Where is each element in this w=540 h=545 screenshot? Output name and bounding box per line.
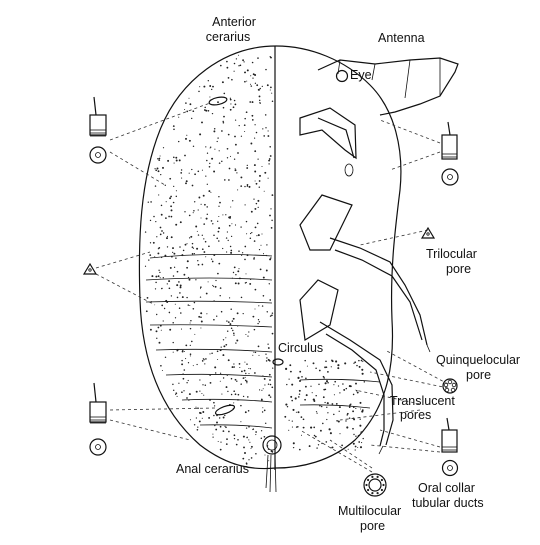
eye-structure — [335, 69, 349, 83]
label-translucent-pores-line1: Translucent — [390, 394, 455, 408]
front-leg — [299, 107, 357, 160]
middle-leg — [299, 194, 353, 251]
quinquelocular-pore-detail — [442, 378, 458, 394]
oral-collar-duct-detail-upper-right — [441, 121, 459, 186]
antenna-structure — [317, 57, 459, 116]
label-oral-collar-tubular-ducts-line2: tubular ducts — [412, 496, 484, 510]
leader-lines — [95, 102, 449, 473]
label-trilocular-pore-line1: Trilocular — [426, 247, 477, 261]
label-anterior-cerarius-line2: cerarius — [206, 30, 250, 44]
label-eye: Eye — [350, 68, 372, 82]
posterior-ostiole — [214, 404, 236, 416]
label-multilocular-pore-line2: pore — [360, 519, 385, 533]
trilocular-pore-detail-right — [420, 226, 436, 239]
anterior-ostiole — [208, 96, 228, 106]
label-anal-cerarius: Anal cerarius — [176, 462, 249, 476]
anal-ring — [262, 435, 282, 493]
oral-collar-duct-detail-upper-left — [89, 96, 107, 164]
label-oral-collar-tubular-ducts-line1: Oral collar — [418, 481, 475, 495]
circulus-structure — [272, 358, 284, 366]
label-anterior-cerarius-line1: Anterior — [212, 15, 256, 29]
oral-collar-duct-detail-lower-left — [89, 382, 107, 456]
hind-leg — [299, 279, 339, 341]
oral-collar-duct-detail-lower-right — [441, 417, 459, 477]
segment-lines — [145, 254, 381, 429]
multilocular-pore-detail — [363, 473, 387, 497]
label-multilocular-pore-line1: Multilocular — [338, 504, 401, 518]
stipple-dots — [144, 54, 366, 465]
label-translucent-pores-line2: pores — [400, 408, 431, 422]
trilocular-pore-detail-left — [82, 262, 98, 275]
label-circulus: Circulus — [278, 341, 323, 355]
body-outline — [138, 45, 402, 470]
label-trilocular-pore-line2: pore — [446, 262, 471, 276]
label-quinquelocular-pore-line2: pore — [466, 368, 491, 382]
label-antenna: Antenna — [378, 31, 425, 45]
ventral-structures — [299, 57, 459, 455]
label-quinquelocular-pore-line1: Quinquelocular — [436, 353, 520, 367]
